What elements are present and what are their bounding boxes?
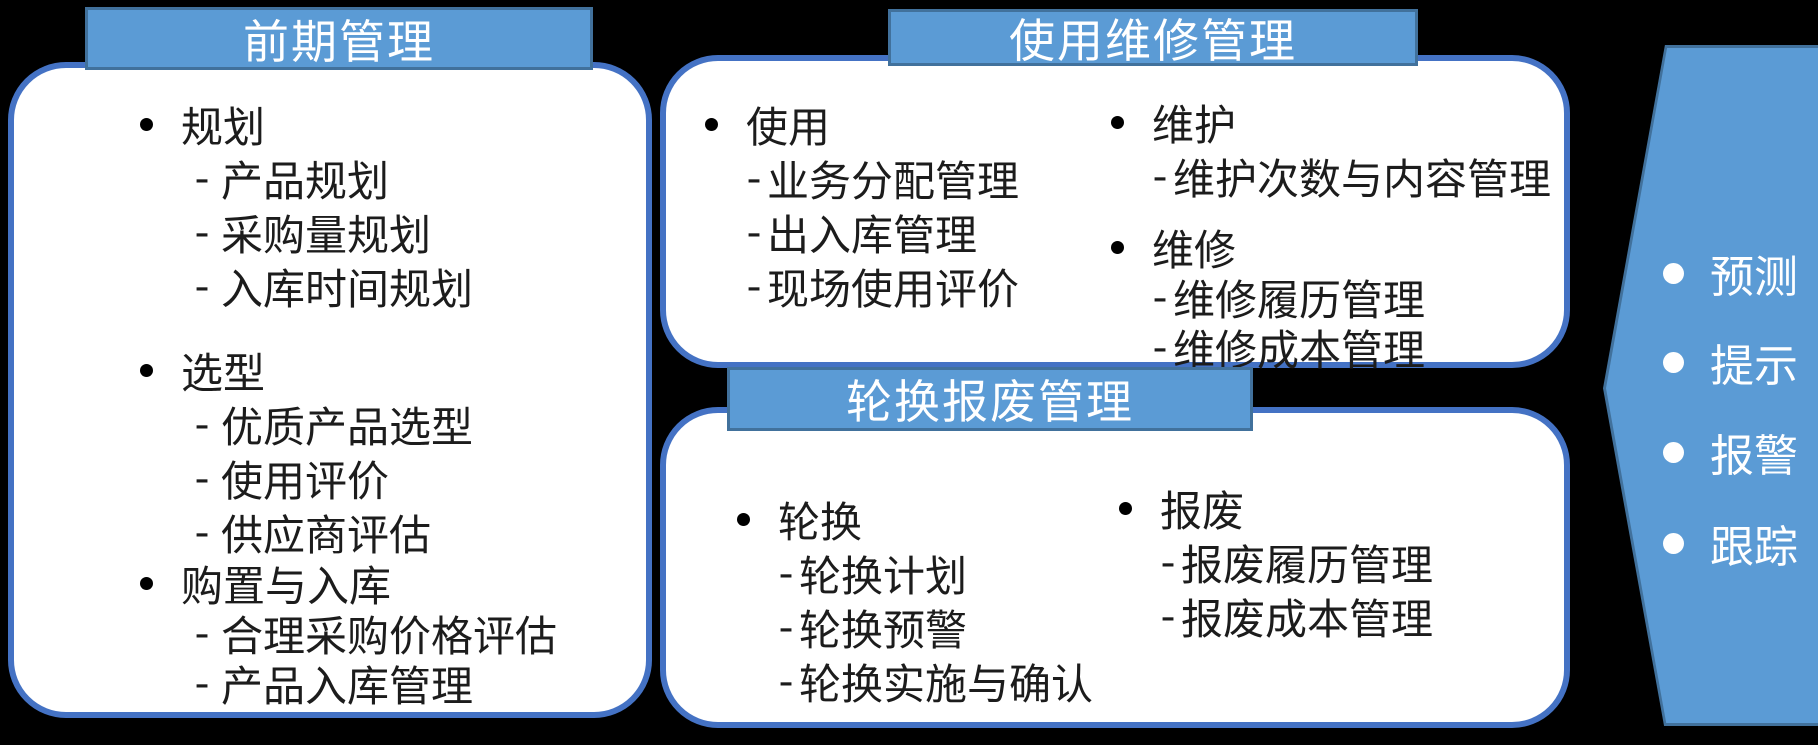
list-item: 业务分配管理 — [747, 151, 1019, 206]
panel-pre-management-header: 前期管理 — [85, 7, 593, 70]
group-label: 选型 — [140, 343, 473, 398]
list-item: 优质产品选型 — [195, 397, 473, 452]
use-group-usage: 使用 业务分配管理 出入库管理 现场使用评价 — [705, 97, 1019, 314]
arrow-item-forecast: 预测 — [1663, 246, 1798, 302]
panel-use-maintenance-title: 使用维修管理 — [1009, 15, 1297, 67]
list-item: 轮换预警 — [779, 600, 1093, 655]
use-group-maintain: 维护 维护次数与内容管理 — [1111, 95, 1551, 204]
list-item: 产品规划 — [195, 151, 473, 206]
white-bullet-dot-icon — [1663, 262, 1684, 284]
white-bullet-dot-icon — [1663, 532, 1684, 554]
use-group-repair: 维修 维修履历管理 维修成本管理 — [1111, 222, 1425, 375]
bullet-dot-icon — [1111, 240, 1124, 254]
group-label: 规划 — [140, 97, 473, 152]
bullet-dot-icon — [1111, 115, 1124, 129]
bullet-dot-icon — [140, 117, 153, 131]
list-item: 采购量规划 — [195, 205, 473, 260]
bullet-dot-icon — [705, 117, 718, 131]
group-label: 维修 — [1111, 222, 1425, 275]
bullet-dot-icon — [140, 363, 153, 377]
list-item: 维修履历管理 — [1153, 272, 1425, 325]
pre-group-planning: 规划 产品规划 采购量规划 入库时间规划 — [140, 97, 473, 314]
rotation-group: 轮换 轮换计划 轮换预警 轮换实施与确认 — [737, 492, 1093, 709]
panel-pre-management-title: 前期管理 — [243, 16, 435, 68]
pre-group-selection: 选型 优质产品选型 使用评价 供应商评估 — [140, 343, 473, 560]
list-item: 报废成本管理 — [1161, 589, 1433, 644]
list-item: 轮换计划 — [779, 546, 1093, 601]
list-item: 供应商评估 — [195, 505, 473, 560]
arrow-item-alarm: 报警 — [1663, 425, 1798, 481]
group-label: 轮换 — [737, 492, 1093, 547]
list-item: 产品入库管理 — [195, 658, 557, 711]
panel-rotation-scrap-header: 轮换报废管理 — [727, 367, 1253, 431]
arrow-item-track: 跟踪 — [1663, 516, 1798, 572]
list-item: 现场使用评价 — [747, 259, 1019, 314]
bullet-dot-icon — [737, 512, 750, 526]
list-item: 维修成本管理 — [1153, 322, 1425, 375]
arrow-item-prompt: 提示 — [1663, 335, 1798, 391]
group-label: 维护 — [1111, 95, 1551, 150]
group-label: 报废 — [1119, 481, 1433, 536]
pre-group-purchase: 购置与入库 合理采购价格评估 产品入库管理 — [140, 558, 557, 711]
panel-use-maintenance-header: 使用维修管理 — [888, 9, 1418, 67]
group-label: 购置与入库 — [140, 558, 557, 611]
list-item: 轮换实施与确认 — [779, 654, 1093, 709]
list-item: 使用评价 — [195, 451, 473, 506]
list-item: 出入库管理 — [747, 205, 1019, 260]
bullet-dot-icon — [140, 576, 153, 590]
list-item: 入库时间规划 — [195, 259, 473, 314]
bullet-dot-icon — [1119, 501, 1132, 515]
list-item: 报废履历管理 — [1161, 535, 1433, 590]
white-bullet-dot-icon — [1663, 351, 1684, 373]
scrap-group: 报废 报废履历管理 报废成本管理 — [1119, 481, 1433, 644]
white-bullet-dot-icon — [1663, 441, 1684, 463]
list-item: 合理采购价格评估 — [195, 608, 557, 661]
group-label: 使用 — [705, 97, 1019, 152]
list-item: 维护次数与内容管理 — [1153, 149, 1551, 204]
panel-rotation-scrap-title: 轮换报废管理 — [846, 377, 1134, 428]
